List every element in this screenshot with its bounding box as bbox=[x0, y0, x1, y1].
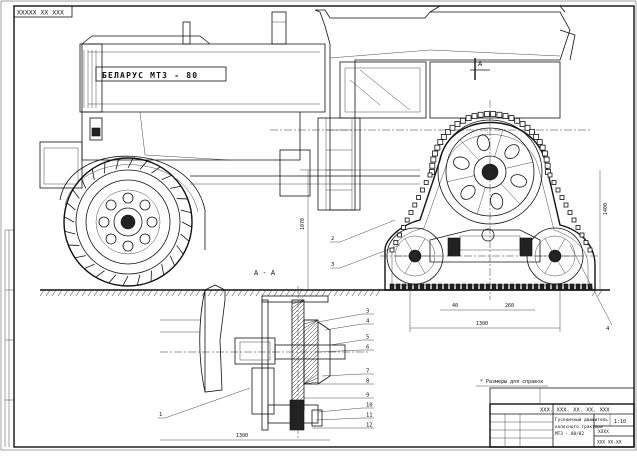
callout-main-3: 3 bbox=[331, 262, 334, 268]
section-view: А - А 1300 3 4 5 6 7 8 9 10 11 12 1 bbox=[158, 269, 374, 440]
title-line-1: Гусеничный движитель bbox=[555, 417, 608, 423]
dim-sub-a: 40 bbox=[452, 303, 458, 309]
callout-section-7: 7 bbox=[366, 369, 369, 375]
title-line-2: колесного трактора bbox=[555, 425, 603, 430]
callout-section-6: 6 bbox=[366, 345, 369, 351]
dim-sub-b: 260 bbox=[505, 303, 514, 309]
dim-section-width: 1300 bbox=[236, 433, 248, 439]
title-code: ХХХ. ХХХ. ХХ. ХХ. ХХХ bbox=[540, 408, 610, 414]
callout-section-8: 8 bbox=[366, 379, 369, 385]
ground-line bbox=[40, 290, 610, 296]
title-org: ХХХ ХХ-ХХ bbox=[597, 440, 622, 446]
callout-section-5: 5 bbox=[366, 335, 369, 341]
callout-right-4: 4 bbox=[606, 326, 610, 332]
tractor-body: БЕЛАРУС МТЗ - 80 А bbox=[40, 6, 590, 210]
callout-main-2: 2 bbox=[331, 236, 334, 242]
dim-height-left: 1070 bbox=[300, 218, 306, 230]
dim-track-length: 1300 bbox=[476, 321, 488, 327]
title-block: ХХХ. ХХХ. ХХ. ХХ. ХХХ Гусеничный движите… bbox=[490, 388, 634, 447]
dim-height-right: 1400 bbox=[603, 203, 609, 215]
title-scale: 1:10 bbox=[614, 419, 626, 425]
title-dept: ХХХХ bbox=[598, 429, 609, 435]
section-title: А - А bbox=[254, 269, 276, 277]
callout-section-10: 10 bbox=[366, 403, 373, 409]
callout-section-4: 4 bbox=[366, 319, 370, 325]
callout-section-9: 9 bbox=[366, 393, 369, 399]
top-left-stamp: ХХХХХ ХХ ХХХ bbox=[14, 6, 72, 17]
title-line-3: МТЗ - 80/82 bbox=[555, 431, 584, 437]
section-marker-top: А bbox=[478, 60, 483, 68]
callout-section-1: 1 bbox=[159, 412, 162, 418]
note-text: * Размеры для справок bbox=[480, 379, 543, 385]
brand-label: БЕЛАРУС МТЗ - 80 bbox=[102, 71, 198, 80]
callout-section-3: 3 bbox=[366, 309, 369, 315]
stamp-text: ХХХХХ ХХ ХХХ bbox=[17, 9, 64, 17]
callout-section-12: 12 bbox=[366, 423, 373, 429]
callout-section-11: 11 bbox=[366, 413, 373, 419]
